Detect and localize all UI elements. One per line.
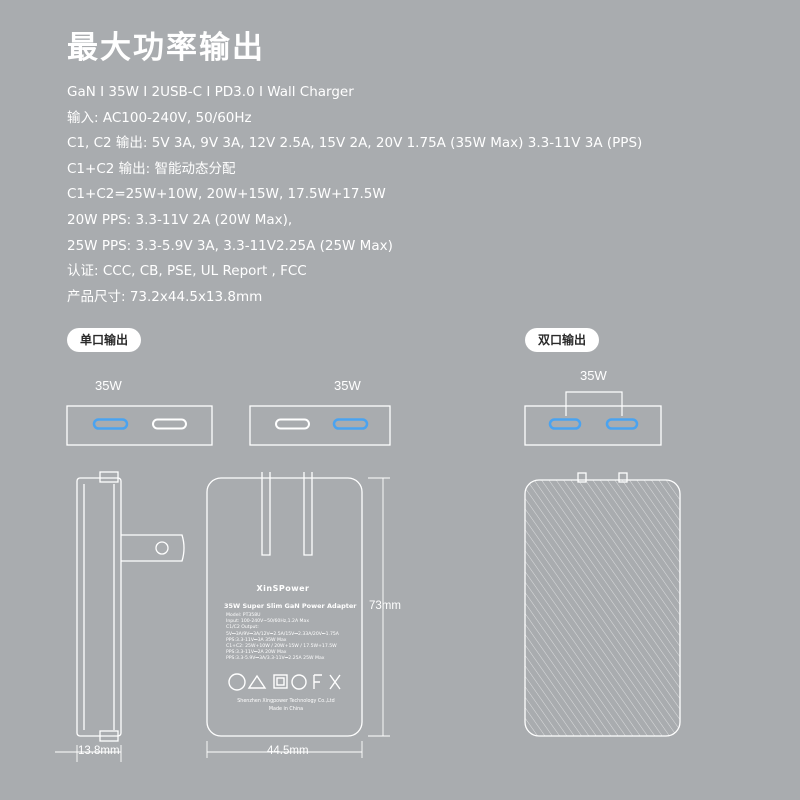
width-dimension: 44.5mm <box>267 745 309 757</box>
single-port-badge: 单口输出 <box>67 328 142 352</box>
plug-prong-icon <box>121 534 185 562</box>
label-spec-line: Input: 100-240V~50/60Hz,1.2A Max <box>226 619 310 625</box>
label-spec-line: C1/C2 Output: <box>226 625 259 631</box>
dual-port-label: 35W <box>580 368 607 383</box>
label-spec-line: C1+C2: 25W+10W / 20W+15W / 17.5W+17.5W <box>226 644 337 650</box>
height-dimension: 73mm <box>369 600 401 612</box>
spec-line: 产品尺寸: 73.2x44.5x13.8mm <box>67 288 263 305</box>
page-title: 最大功率输出 <box>67 30 265 66</box>
dual-bracket <box>565 391 623 416</box>
dual-port-badge: 双口输出 <box>525 328 600 352</box>
usb-c-port <box>152 418 187 430</box>
label-brand: XinSPower <box>256 584 310 593</box>
fcc-mark-icon <box>313 674 322 689</box>
label-product: 35W Super Slim GaN Power Adapter <box>224 602 357 610</box>
plug-prong-icon <box>303 472 313 556</box>
spec-line: 输入: AC100-240V, 50/60Hz <box>67 109 252 126</box>
usb-c-port-active <box>332 418 369 430</box>
label-spec-line: Model: PT358U <box>226 613 261 618</box>
home-icon <box>247 674 267 689</box>
spec-line: 20W PPS: 3.3-11V 2A (20W Max), <box>67 211 293 228</box>
usb-c-port-active <box>605 418 639 430</box>
usb-c-port-active <box>92 418 129 430</box>
label-origin: Made in China <box>268 707 304 712</box>
thickness-dimension: 13.8mm <box>78 745 120 757</box>
usb-c-port <box>275 418 310 430</box>
port-view-dual <box>524 391 662 446</box>
spec-line: GaN I 35W I 2USB-C I PD3.0 I Wall Charge… <box>67 84 354 100</box>
spec-line: C1, C2 输出: 5V 3A, 9V 3A, 12V 2.5A, 15V 2… <box>67 135 643 152</box>
label-spec-line: PPS:3.3-11V⎓3A 35W Max <box>226 637 287 643</box>
label-spec-line: PPS:3.3-5.9V⎓3A/3.3-11V⎓2.25A 25W Max <box>226 656 325 662</box>
spec-list: GaN I 35W I 2USB-C I PD3.0 I Wall Charge… <box>67 80 642 310</box>
charger-back-view <box>524 472 681 737</box>
ce-mark-icon <box>291 674 307 690</box>
charger-side-view <box>55 471 185 762</box>
label-specs: Model: PT358U Input: 100-240V~50/60Hz,1.… <box>226 613 356 663</box>
label-spec-line: 5V⎓3A/9V⎓3A/12V⎓2.5A/15V⎓2.33A/20V⎓1.75A <box>226 631 339 637</box>
usb-c-port-active <box>548 418 582 430</box>
label-manufacturer: Shenzhen Xingpower Technology Co.,Ltd <box>237 699 335 704</box>
charger-front-view <box>206 472 390 758</box>
spec-line: 25W PPS: 3.3-5.9V 3A, 3.3-11V2.25A (25W … <box>67 237 393 254</box>
label-spec-line: PPS:3.3-11V⎓2A 20W Max <box>226 650 287 656</box>
single-left-port-label: 35W <box>95 378 122 393</box>
port-view-single-right <box>249 405 391 446</box>
plug-prong-icon <box>261 472 271 556</box>
weee-bin-icon <box>329 674 341 690</box>
port-view-single-left <box>66 405 213 446</box>
spec-line: C1+C2 输出: 智能动态分配 <box>67 160 236 177</box>
single-right-port-label: 35W <box>334 378 361 393</box>
v-mark-icon <box>228 673 246 691</box>
spec-line: 认证: CCC, CB, PSE, UL Report , FCC <box>67 263 307 280</box>
double-square-icon <box>273 674 288 689</box>
spec-line: C1+C2=25W+10W, 20W+15W, 17.5W+17.5W <box>67 186 386 203</box>
